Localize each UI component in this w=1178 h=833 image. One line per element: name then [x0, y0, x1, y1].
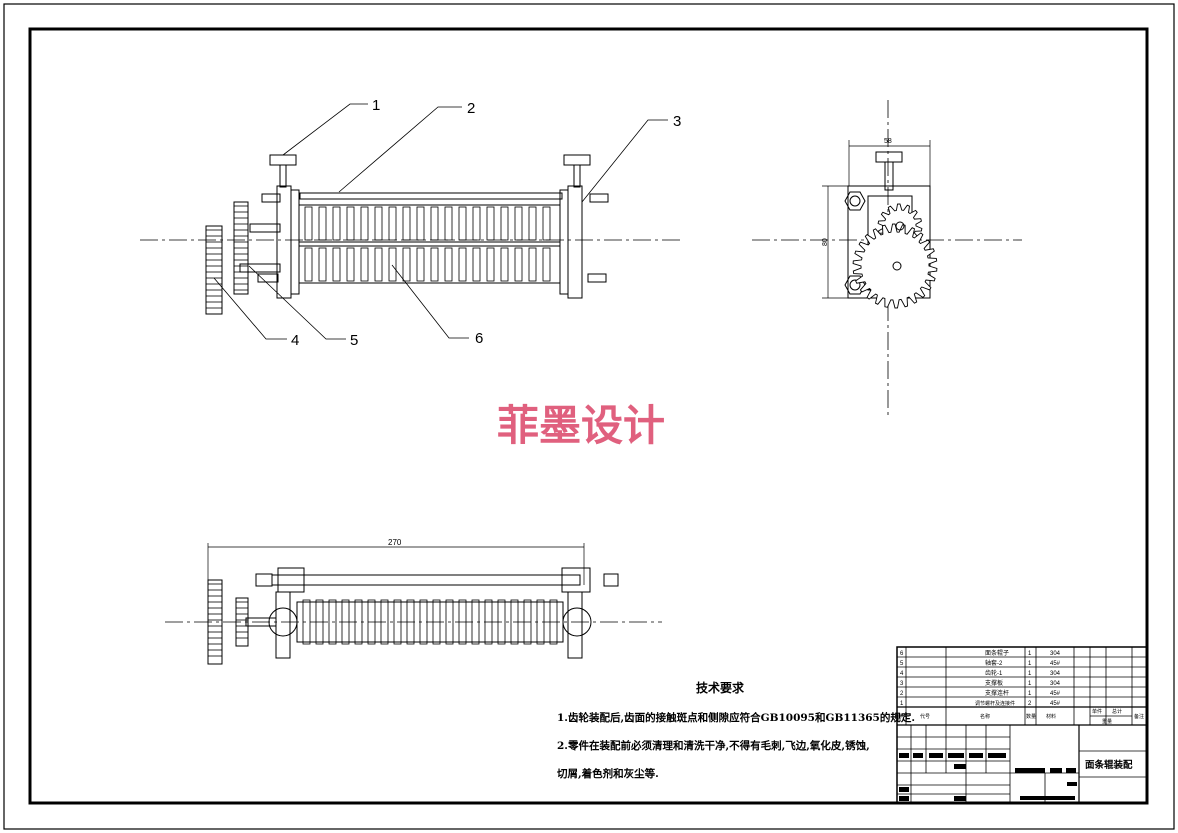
bom-row-4-name: 齿轮-1: [985, 669, 1003, 677]
bom-header-code: 代号: [920, 713, 930, 720]
bom-header-total: 总计: [1112, 708, 1122, 715]
bom-row-6-mat: 304: [1050, 651, 1061, 657]
dimension-270: 270: [388, 538, 402, 547]
dimension-58: 58: [884, 138, 892, 145]
bottom-view: [165, 543, 662, 665]
bom-row-4-no: 4: [900, 671, 904, 677]
bom-row-1-mat: 45#: [1050, 701, 1061, 707]
balloon-3: 3: [673, 113, 681, 130]
tech-line-1: 1.齿轮装配后,齿面的接触斑点和侧隙应符合GB10095和GB11365的规定.: [557, 711, 915, 724]
bom-row-6-name: 面条辊子: [985, 649, 1009, 657]
tech-line-2: 2.零件在装配前必须清理和清洗干净,不得有毛刺,飞边,氧化皮,锈蚀,: [557, 739, 870, 752]
bom-row-3-mat: 304: [1050, 681, 1061, 687]
leader-lines: [213, 103, 668, 340]
balloon-6: 6: [475, 330, 483, 347]
bom-row-5-no: 5: [900, 661, 904, 667]
bom-row-5-qty: 1: [1028, 661, 1032, 667]
bom-header-weight: 重量: [1102, 718, 1112, 725]
bom-header-qty: 数量: [1026, 713, 1036, 720]
bom-row-5-name: 轴套-2: [985, 659, 1003, 667]
bom-row-1-no: 1: [900, 701, 904, 707]
outer-border: [3, 3, 1175, 830]
tech-title: 技术要求: [696, 680, 745, 695]
balloon-2: 2: [467, 100, 475, 117]
bom-header-material: 材料: [1046, 713, 1056, 720]
bom-row-3-name: 支撑板: [985, 679, 1003, 687]
bom-row-1-qty: 2: [1028, 701, 1032, 707]
bom-row-1-name: 调节螺杆及连接件: [975, 700, 1015, 707]
inner-border: [28, 27, 1149, 805]
title-block-fills: [899, 753, 1077, 801]
balloon-5: 5: [350, 332, 358, 349]
bom-header-unit: 单件: [1092, 708, 1102, 715]
bom-row-4-mat: 304: [1050, 671, 1061, 677]
bom-header-name: 名称: [980, 713, 990, 720]
bom-row-6-no: 6: [900, 651, 904, 657]
bom-header-no: 序号: [898, 713, 908, 720]
dimension-80: 80: [822, 238, 829, 246]
bom-row-6-qty: 1: [1028, 651, 1032, 657]
balloon-1: 1: [372, 97, 380, 114]
drawing-title: 面条辊装配: [1085, 759, 1133, 771]
bom-row-2-no: 2: [900, 691, 904, 697]
front-view: [140, 154, 680, 315]
watermark: 菲墨设计: [497, 401, 665, 450]
bom-header-remark: 备注: [1134, 713, 1144, 720]
side-view: [752, 100, 1022, 418]
bom-table: 6 面条辊子 1 304 5 轴套-2 1 45# 4 齿轮-1 1 304 3…: [898, 649, 1144, 725]
bom-row-4-qty: 1: [1028, 671, 1032, 677]
bom-row-5-mat: 45#: [1050, 661, 1061, 667]
bom-row-2-name: 支撑连杆: [985, 689, 1009, 697]
balloon-4: 4: [291, 332, 299, 349]
title-block: [896, 646, 1148, 804]
bom-row-2-mat: 45#: [1050, 691, 1061, 697]
tech-line-3: 切屑,着色剂和灰尘等.: [557, 767, 659, 780]
bom-row-3-no: 3: [900, 681, 904, 687]
bom-row-3-qty: 1: [1028, 681, 1032, 687]
bom-row-2-qty: 1: [1028, 691, 1032, 697]
